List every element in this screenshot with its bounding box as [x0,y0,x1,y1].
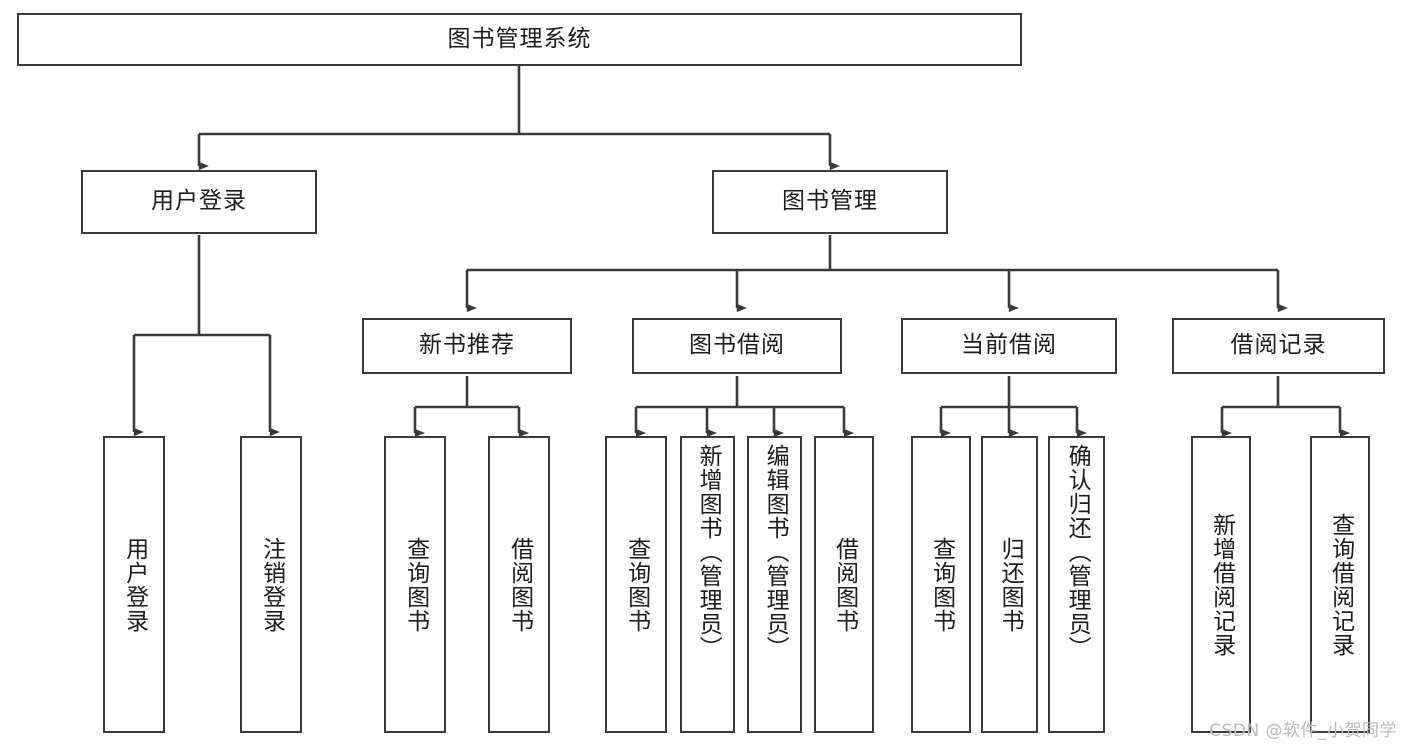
leaf-borrow-record-add-record[interactable]: 新增借阅记录 [1191,436,1251,733]
leaf-label: 注销登录 [258,536,285,633]
node-borrow-record[interactable]: 借阅记录 [1172,318,1385,374]
leaf-book-borrow-add-book-admin[interactable]: 新增图书（管理员） [680,436,735,733]
node-book-management[interactable]: 图书管理 [712,170,948,234]
node-user-login-label: 用户登录 [151,188,247,215]
node-root-label: 图书管理系统 [447,25,592,52]
leaf-label: 用户登录 [121,536,148,633]
leaf-label: 借阅图书 [831,536,858,633]
leaf-label: 归还图书 [997,536,1024,633]
node-current-borrow[interactable]: 当前借阅 [901,318,1117,374]
leaf-book-borrow-edit-book-admin[interactable]: 编辑图书（管理员） [747,436,802,733]
node-new-book-recommend-label: 新书推荐 [419,332,515,359]
node-new-book-recommend[interactable]: 新书推荐 [362,318,572,374]
leaf-label: 查询图书 [402,536,429,633]
leaf-current-borrow-return-books[interactable]: 归还图书 [981,436,1038,733]
node-root[interactable]: 图书管理系统 [17,13,1022,66]
leaf-new-book-query-books[interactable]: 查询图书 [384,436,446,733]
node-user-login[interactable]: 用户登录 [81,170,317,234]
leaf-label: 新增图书（管理员） [695,444,722,660]
leaf-label: 编辑图书（管理员） [762,444,789,660]
node-borrow-record-label: 借阅记录 [1230,332,1327,359]
leaf-current-borrow-query-books[interactable]: 查询图书 [911,436,971,733]
leaf-book-borrow-query-books[interactable]: 查询图书 [605,436,667,733]
node-current-borrow-label: 当前借阅 [961,332,1057,359]
leaf-label: 借阅图书 [506,536,533,633]
leaf-label: 查询图书 [928,536,955,633]
leaf-book-borrow-borrow-books[interactable]: 借阅图书 [814,436,874,733]
leaf-current-borrow-confirm-return-admin[interactable]: 确认归还（管理员） [1048,436,1105,733]
node-book-borrow[interactable]: 图书借阅 [632,318,842,374]
leaf-label: 确认归还（管理员） [1064,444,1091,660]
leaf-label: 查询借阅记录 [1327,512,1354,657]
leaf-borrow-record-query-record[interactable]: 查询借阅记录 [1310,436,1370,733]
node-book-borrow-label: 图书借阅 [689,332,785,359]
leaf-user-login-signin[interactable]: 用户登录 [103,436,165,733]
leaf-new-book-borrow-books[interactable]: 借阅图书 [488,436,550,733]
leaf-label: 查询图书 [623,536,650,633]
leaf-label: 新增借阅记录 [1208,512,1235,657]
csdn-watermark: CSDN @软件_小贺同学 [1209,721,1397,741]
leaf-user-login-signout[interactable]: 注销登录 [240,436,302,733]
node-book-management-label: 图书管理 [782,188,878,215]
